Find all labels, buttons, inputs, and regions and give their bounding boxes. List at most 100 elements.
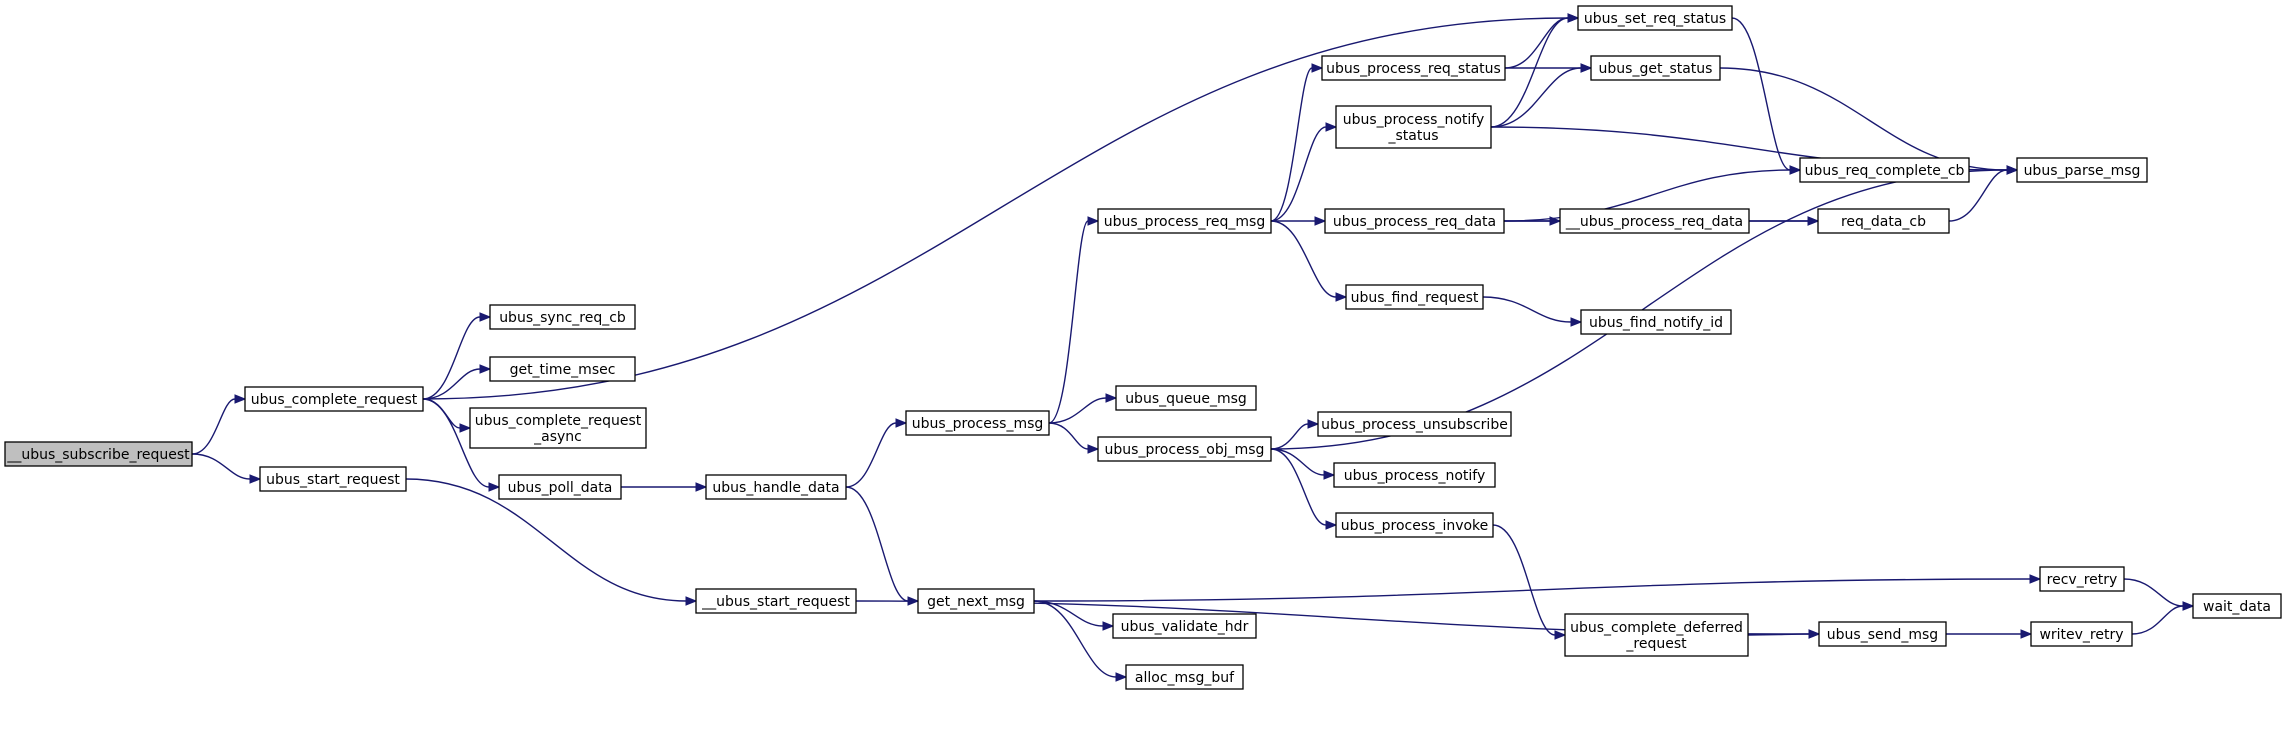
- edge-line: [1504, 17, 1569, 69]
- node-parse-msg[interactable]: ubus_parse_msg: [2016, 157, 2148, 183]
- node-wait-data[interactable]: wait_data: [2192, 593, 2282, 619]
- edge-line: [1033, 600, 1104, 627]
- arrowhead: [1554, 630, 1567, 640]
- arrowhead: [479, 364, 492, 374]
- edge-process-notify-status-to-set-req-status: [1490, 13, 1580, 128]
- node-label: ubus_find_notify_id: [1589, 315, 1723, 331]
- edge-line: [1048, 220, 1089, 424]
- node-box: [1097, 436, 1272, 462]
- edge-handle-data-to-process-msg: [845, 418, 908, 488]
- node-process-notify-status[interactable]: ubus_process_notify_status: [1335, 105, 1492, 149]
- node-label: _async: [533, 429, 582, 445]
- node-recv-retry[interactable]: recv_retry: [2039, 566, 2125, 592]
- edge-line: [2131, 605, 2184, 635]
- node-process-req-data[interactable]: __ubus_process_req_data: [1559, 208, 1750, 234]
- node-box: [489, 356, 636, 382]
- node-box: [1321, 55, 1506, 81]
- edge-recv-retry-to-wait-data: [2123, 578, 2195, 611]
- node-process-obj-msg[interactable]: ubus_process_obj_msg: [1097, 436, 1272, 462]
- node-label: _request: [1625, 636, 1687, 652]
- edge-line: [405, 478, 687, 602]
- node-box: [1125, 664, 1244, 690]
- node-complete-request[interactable]: ubus_complete_request: [244, 386, 424, 412]
- node-label: ubus_handle_data: [712, 480, 839, 496]
- node-box: [1317, 411, 1512, 437]
- node-queue-msg[interactable]: ubus_queue_msg: [1115, 385, 1257, 411]
- node-label: ubus_process_req_data: [1333, 214, 1496, 230]
- node-subscribe-request[interactable]: __ubus_subscribe_request: [4, 441, 193, 467]
- node-label: ubus_set_req_status: [1584, 11, 1726, 27]
- edge-line: [1270, 423, 1309, 450]
- edge-line: [1270, 448, 1325, 476]
- node-box: [1817, 208, 1950, 234]
- node-find-request[interactable]: ubus_find_request: [1345, 284, 1484, 310]
- node-process-req-status[interactable]: ubus_process_req_status: [1321, 55, 1506, 81]
- arrowhead: [1807, 216, 1820, 226]
- node-layer: __ubus_subscribe_request ubus_complete_re…: [4, 5, 2282, 690]
- node-box: [4, 441, 193, 467]
- node-complete-deferred-request[interactable]: ubus_complete_deferred_request: [1564, 613, 1749, 657]
- node-handle-data[interactable]: ubus_handle_data: [705, 474, 847, 500]
- node-start-request[interactable]: ubus_start_request: [259, 466, 407, 492]
- node-label: ubus_complete_deferred: [1570, 620, 1743, 636]
- node-label: _status: [1387, 128, 1438, 144]
- node-find-notify-id[interactable]: ubus_find_notify_id: [1580, 309, 1732, 335]
- edge-line: [191, 453, 251, 480]
- arrowhead: [895, 418, 908, 428]
- node-label: ubus_find_request: [1351, 290, 1479, 306]
- node-get-status[interactable]: ubus_get_status: [1590, 55, 1721, 81]
- edge-complete-request-to-sync-req-cb: [422, 312, 492, 400]
- node-label: ubus_sync_req_cb: [499, 310, 626, 326]
- edge-line: [1482, 296, 1572, 323]
- node-label: ubus_process_invoke: [1341, 518, 1489, 534]
- node-label: get_next_msg: [927, 594, 1025, 610]
- edge-line: [1033, 578, 2031, 602]
- arrowhead: [1087, 444, 1100, 454]
- node-process-invoke[interactable]: ubus_process_invoke: [1335, 512, 1494, 538]
- edge-find-request-to-find-notify-id: [1482, 296, 1583, 327]
- node-box: [469, 407, 647, 449]
- edge-line: [1270, 126, 1327, 222]
- arrowhead: [1570, 317, 1583, 327]
- node-sync-req-cb[interactable]: ubus_sync_req_cb: [489, 304, 636, 330]
- node-process-req-msg[interactable]: ubus_process_req_msg: [1097, 208, 1272, 234]
- edge-line: [422, 398, 490, 488]
- node-writev-retry[interactable]: writev_retry: [2030, 621, 2133, 647]
- arrowhead: [488, 482, 501, 492]
- node-box: [917, 588, 1035, 614]
- edge-process-notify-status-to-get-status: [1490, 63, 1593, 128]
- node-box: [1333, 462, 1496, 488]
- edge-line: [1270, 220, 1337, 298]
- node-req-complete-cb[interactable]: ubus_req_complete_cb: [1799, 157, 1970, 183]
- node-alloc-msg-buf[interactable]: alloc_msg_buf: [1125, 664, 1244, 690]
- node-box: [244, 386, 424, 412]
- node-req-data-cb[interactable]: req_data_cb: [1817, 208, 1950, 234]
- edge-process-req-status-to-set-req-status: [1504, 13, 1580, 69]
- edge-complete-request-to-get-time-msec: [422, 364, 492, 400]
- arrowhead: [695, 482, 708, 492]
- edge-handle-data-to-get-next-msg: [845, 486, 920, 606]
- arrowhead: [1311, 63, 1324, 73]
- node-start-request[interactable]: __ubus_start_request: [695, 588, 857, 614]
- node-label: ubus_send_msg: [1827, 627, 1938, 643]
- node-set-req-status[interactable]: ubus_set_req_status: [1577, 5, 1733, 31]
- edge-line: [1492, 524, 1556, 636]
- node-box: [259, 466, 407, 492]
- node-box: [905, 410, 1050, 436]
- node-send-msg[interactable]: ubus_send_msg: [1818, 621, 1947, 647]
- node-label: ubus_start_request: [266, 472, 400, 488]
- edge-subscribe-request-to-complete-request: [191, 394, 247, 455]
- edge-start-request-to-start-request: [405, 478, 698, 606]
- node-process-msg[interactable]: ubus_process_msg: [905, 410, 1050, 436]
- node-complete-request-async[interactable]: ubus_complete_request_async: [469, 407, 647, 449]
- node-poll-data[interactable]: ubus_poll_data: [498, 474, 622, 500]
- node-get-next-msg[interactable]: get_next_msg: [917, 588, 1035, 614]
- node-box: [695, 588, 857, 614]
- node-process-unsubscribe[interactable]: ubus_process_unsubscribe: [1317, 411, 1512, 437]
- node-process-req-data[interactable]: ubus_process_req_data: [1324, 208, 1505, 234]
- node-get-time-msec[interactable]: get_time_msec: [489, 356, 636, 382]
- node-process-notify[interactable]: ubus_process_notify: [1333, 462, 1496, 488]
- node-box: [1324, 208, 1505, 234]
- node-validate-hdr[interactable]: ubus_validate_hdr: [1112, 613, 1257, 639]
